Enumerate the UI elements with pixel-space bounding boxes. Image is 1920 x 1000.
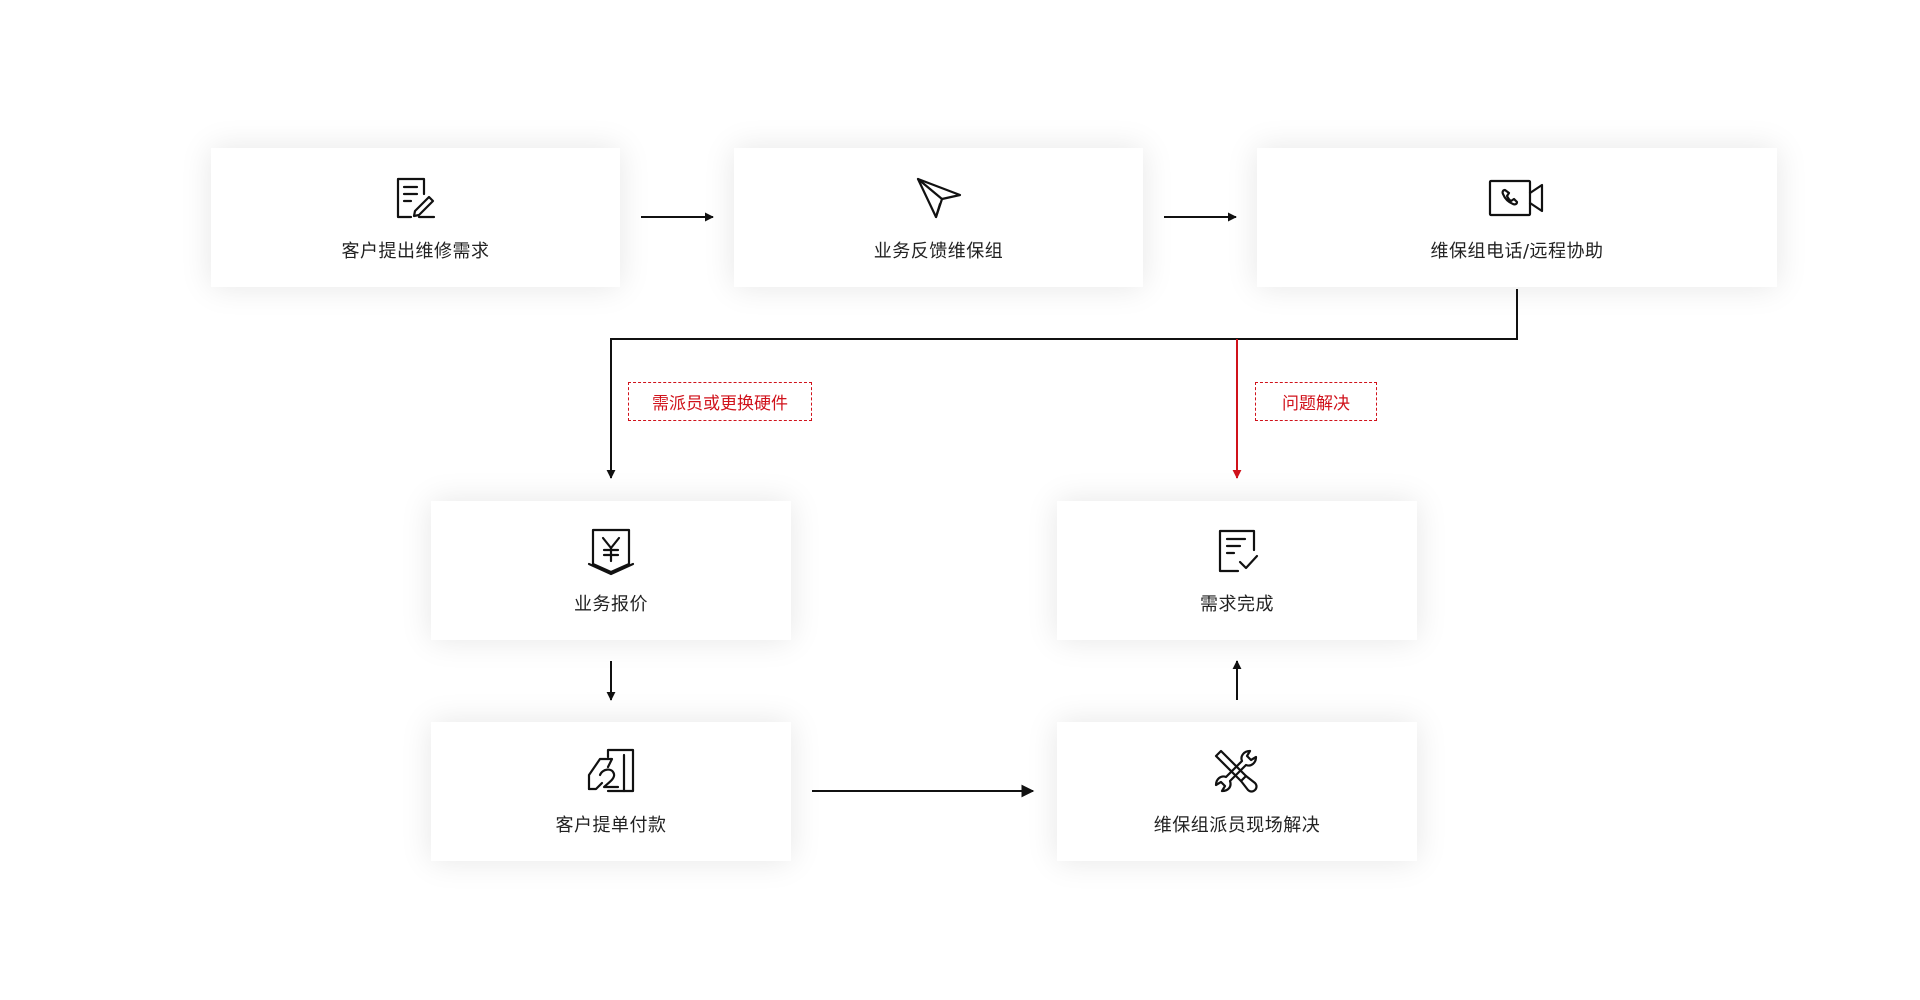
video-call-icon [1488, 179, 1544, 216]
paper-plane-icon [916, 177, 961, 218]
node-request-complete: 需求完成 [1057, 501, 1417, 640]
yen-quote-icon [587, 528, 635, 575]
node-customer-request: 客户提出维修需求 [211, 148, 620, 287]
node-business-feedback: 业务反馈维保组 [734, 148, 1143, 287]
node-business-quote: 业务报价 [431, 501, 791, 640]
document-edit-icon [396, 177, 435, 218]
node-label: 业务报价 [574, 593, 648, 615]
tools-icon [1214, 749, 1258, 793]
node-label: 需求完成 [1200, 593, 1274, 615]
branch-tag-dispatch: 需派员或更换硬件 [628, 382, 812, 421]
node-label: 客户提出维修需求 [341, 240, 490, 262]
node-customer-payment: 客户提单付款 [431, 722, 791, 861]
node-label: 业务反馈维保组 [873, 240, 1004, 262]
branch-tag-resolved: 问题解决 [1255, 382, 1377, 421]
node-onsite-resolution: 维保组派员现场解决 [1057, 722, 1417, 861]
node-remote-assistance: 维保组电话/远程协助 [1257, 148, 1777, 287]
checklist-icon [1218, 529, 1259, 572]
hand-document-icon [587, 748, 635, 792]
connector-remote-branch [606, 289, 1518, 479]
node-label: 维保组派员现场解决 [1153, 814, 1321, 836]
node-label: 客户提单付款 [555, 814, 667, 836]
node-label: 维保组电话/远程协助 [1430, 240, 1604, 262]
